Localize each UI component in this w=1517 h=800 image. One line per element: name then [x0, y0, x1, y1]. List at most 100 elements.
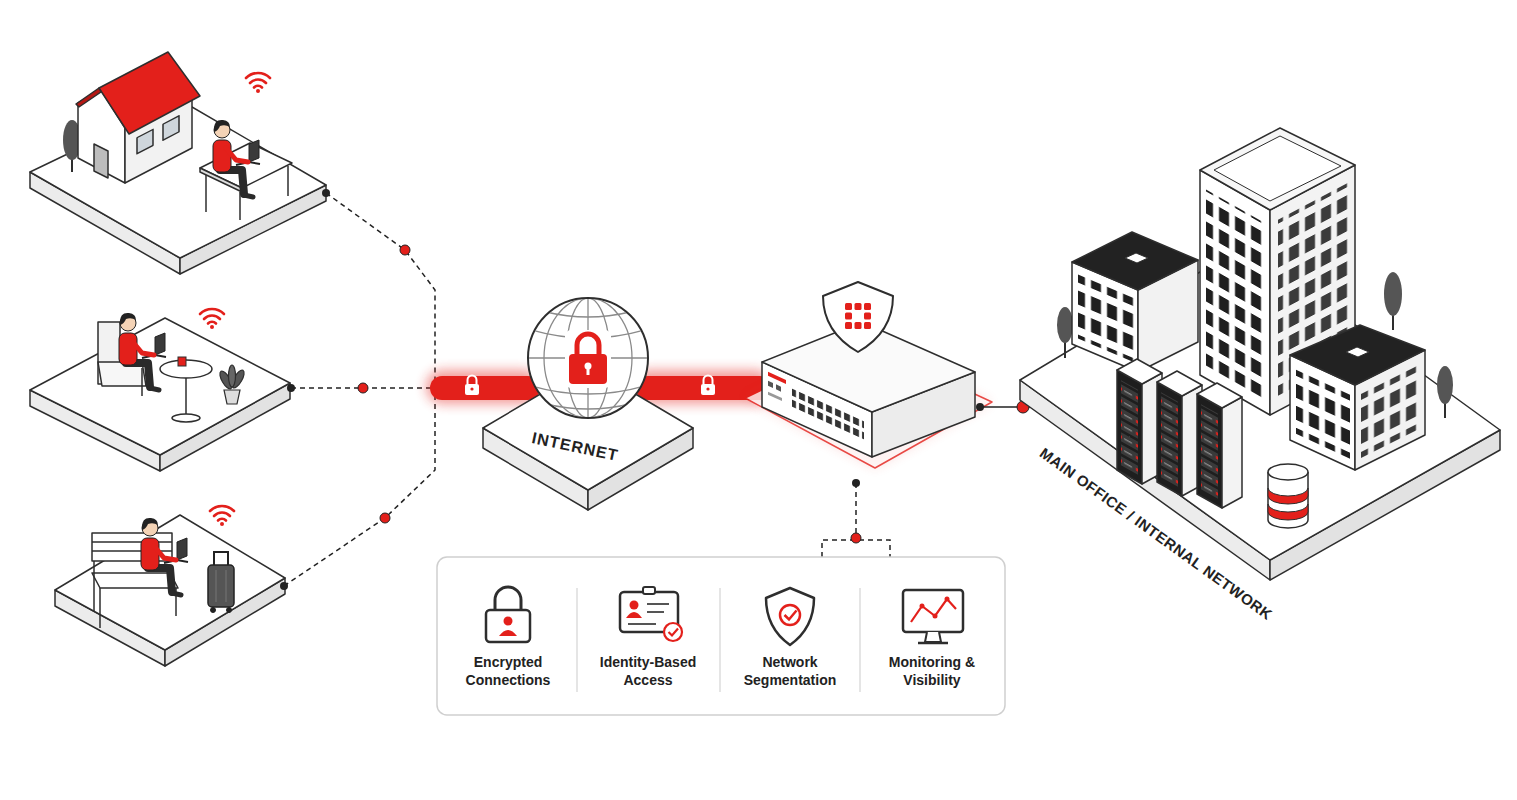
- office-building: [1296, 370, 1350, 459]
- firewall-appliance: [864, 322, 871, 329]
- plant: [229, 365, 236, 387]
- office-building: [1078, 275, 1134, 363]
- tree: [1384, 272, 1402, 316]
- firewall-appliance: [768, 392, 782, 401]
- panel-link: [855, 483, 857, 536]
- link-dot: [380, 513, 390, 523]
- link-dot: [280, 189, 439, 590]
- cafe-table: [178, 357, 186, 366]
- monitor-icon: [903, 590, 963, 632]
- monitor-icon: [903, 590, 963, 643]
- suitcase: [208, 565, 234, 607]
- internet-globe: [546, 312, 630, 317]
- server-rack: [1157, 382, 1182, 496]
- feature-panel: [437, 557, 1005, 715]
- feature-item: Monitoring & Visibility: [868, 652, 996, 692]
- encrypted-tunnel: [430, 376, 540, 400]
- travel-platform: [55, 515, 285, 650]
- firewall-appliance: [776, 384, 781, 391]
- office-building: [1361, 365, 1419, 458]
- encrypted-tunnel: [465, 376, 479, 396]
- office-building: [1361, 365, 1419, 458]
- id-card-icon: [647, 603, 669, 605]
- house: [76, 88, 101, 107]
- shield-icon: [780, 605, 800, 625]
- office-building: [1125, 253, 1148, 263]
- dashed-link: [326, 193, 435, 388]
- firewall-appliance: [845, 303, 871, 329]
- internet-globe: [528, 298, 648, 418]
- office-building: [1296, 370, 1350, 459]
- house: [76, 52, 200, 183]
- id-card-icon: [626, 612, 642, 618]
- desk: [205, 174, 207, 212]
- suitcase: [211, 608, 216, 613]
- firewall-appliance: [823, 282, 893, 352]
- bench: [92, 541, 172, 543]
- illustration: [246, 73, 270, 93]
- firewall-appliance: [745, 282, 992, 468]
- dashed-link: [284, 193, 435, 586]
- internet-globe: [569, 354, 607, 384]
- tree: [1437, 366, 1453, 418]
- tree: [1057, 307, 1073, 343]
- firewall-appliance: [845, 303, 852, 310]
- server-rack: [1201, 404, 1218, 500]
- office-building: [1290, 325, 1425, 470]
- plant: [218, 365, 247, 404]
- home-platform: [30, 100, 326, 274]
- encrypted-tunnel: [701, 376, 715, 396]
- office-link: [976, 403, 984, 411]
- internet-globe: [546, 404, 630, 409]
- monitor-icon: [925, 632, 941, 642]
- feature-item: Identity-Based Access: [584, 652, 712, 692]
- feature-panel: [576, 588, 577, 692]
- suitcase: [227, 608, 232, 613]
- dashed-link: [284, 388, 435, 586]
- office-tower: [1200, 170, 1270, 415]
- firewall-appliance: [768, 372, 864, 442]
- illustration: [141, 518, 188, 595]
- id-card-icon: [669, 629, 679, 636]
- illustration: [213, 120, 260, 197]
- monitor-icon: [945, 597, 950, 602]
- house: [94, 144, 108, 178]
- link-dot: [287, 384, 295, 392]
- home-platform: [30, 100, 326, 258]
- feature-item: Encrypted Connections: [444, 652, 572, 692]
- lock-icon: [499, 630, 517, 636]
- lock-icon: [486, 587, 530, 642]
- id-card-icon: [628, 623, 656, 625]
- firewall-appliance: [864, 303, 871, 310]
- server-rack: [1161, 392, 1178, 488]
- cafe-table: [160, 357, 212, 422]
- shield-icon: [766, 588, 814, 645]
- feature-panel: [859, 588, 860, 692]
- desk: [239, 192, 241, 220]
- office-tower: [1206, 189, 1266, 399]
- monitor-icon: [920, 604, 925, 609]
- house: [137, 129, 153, 153]
- link-dot: [400, 245, 410, 255]
- panel-link: [822, 483, 890, 557]
- label-text: Identity-Based Access: [586, 654, 710, 690]
- monitor-icon: [918, 642, 948, 645]
- database: [1268, 488, 1308, 504]
- feature-item: Network Segmentation: [726, 652, 854, 692]
- firewall-appliance: [768, 381, 773, 388]
- server-rack: [1157, 371, 1202, 396]
- lock-icon: [495, 587, 521, 612]
- office-tower: [1214, 136, 1341, 201]
- cafe-table: [185, 377, 187, 415]
- house: [99, 52, 200, 134]
- bench: [99, 588, 101, 628]
- office-building: [1346, 347, 1369, 357]
- tree: [1437, 366, 1453, 404]
- label-text: Network Segmentation: [728, 654, 852, 690]
- firewall-appliance: [792, 387, 864, 442]
- firewall-appliance: [855, 322, 862, 329]
- server-rack: [1197, 383, 1242, 408]
- office-building: [1078, 275, 1134, 363]
- house: [137, 116, 179, 154]
- suitcase: [214, 552, 228, 566]
